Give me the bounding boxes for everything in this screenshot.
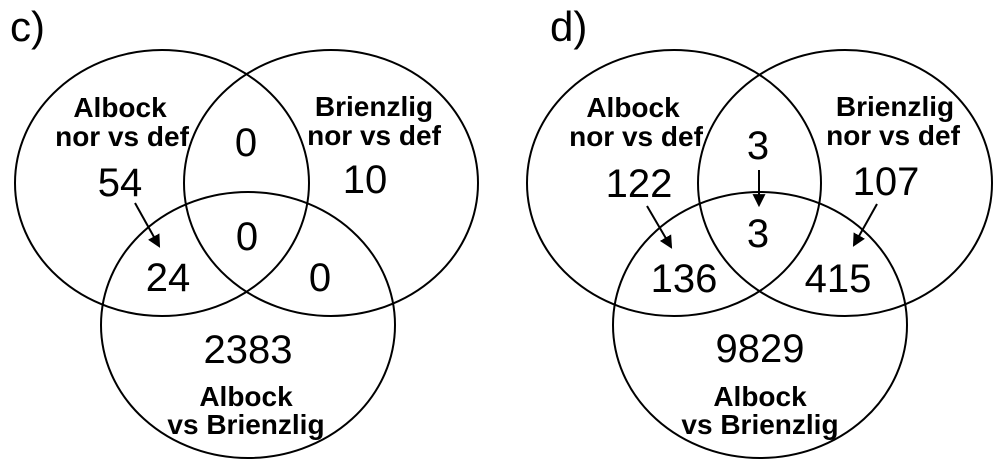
panel-d-letter: d)	[550, 3, 587, 50]
panel-d-122-to-136-arrow-icon	[646, 205, 673, 249]
panel-d-set-top-left-label-line2: nor vs def	[569, 121, 703, 152]
panel-c-circle-albock-nor-vs-def	[14, 49, 310, 317]
panel-c-count-overlap-bottom-left: 24	[146, 256, 191, 300]
panel-d-set-bottom-label-line2: vs Brienzlig	[681, 409, 838, 440]
panel-c-set-top-left-label-line2: nor vs def	[55, 121, 189, 152]
panel-c-count-overlap-top: 0	[235, 121, 257, 165]
panel-c-set-top-right-label-line2: nor vs def	[307, 120, 441, 151]
panel-d-107-to-415-arrow-icon	[852, 203, 878, 247]
panel-c-count-top-left-only: 54	[98, 161, 143, 205]
panel-c-set-bottom-label-line2: vs Brienzlig	[167, 409, 324, 440]
panel-c-letter: c)	[10, 3, 45, 50]
panel-c-set-top-right-label-line1: Brienzlig	[315, 91, 433, 122]
panel-c-set-top-left-label-line1: Albock	[73, 92, 167, 123]
panel-c-count-top-right-only: 10	[343, 158, 388, 202]
panel-d-circle-albock-nor-vs-def	[526, 49, 822, 317]
panel-d-set-top-left-label-line1: Albock	[586, 92, 680, 123]
panel-d-set-bottom-label-line1: Albock	[713, 381, 807, 412]
panel-c: c) Albock nor vs def 54 Brienzlig nor vs…	[10, 3, 479, 459]
panel-c-count-bottom-only: 2383	[204, 328, 293, 372]
panel-c-count-overlap-center: 0	[236, 215, 258, 259]
panel-d-count-top-left-only: 122	[606, 162, 673, 206]
panel-d-count-overlap-bottom-left: 136	[651, 257, 718, 301]
panel-d-count-overlap-center: 3	[747, 212, 769, 256]
panel-d-circle-brienzlig-nor-vs-def	[697, 49, 993, 317]
panel-d-count-overlap-top: 3	[747, 124, 769, 168]
panel-c-set-bottom-label-line1: Albock	[199, 381, 293, 412]
panel-d-count-top-right-only: 107	[853, 160, 920, 204]
panel-d: d) Albock nor vs def 122 Brienzlig nor v…	[526, 3, 993, 459]
panel-c-circle-brienzlig-nor-vs-def	[183, 49, 479, 317]
panel-c-54-to-24-arrow-icon	[134, 202, 161, 248]
panel-d-count-bottom-only: 9829	[716, 327, 805, 371]
panel-d-set-top-right-label-line2: nor vs def	[826, 120, 960, 151]
panel-c-count-overlap-bottom-right: 0	[309, 256, 331, 300]
panel-d-set-top-right-label-line1: Brienzlig	[836, 91, 954, 122]
panel-c-circle-albock-vs-brienzlig	[100, 191, 396, 459]
panel-d-count-overlap-bottom-right: 415	[805, 257, 872, 301]
